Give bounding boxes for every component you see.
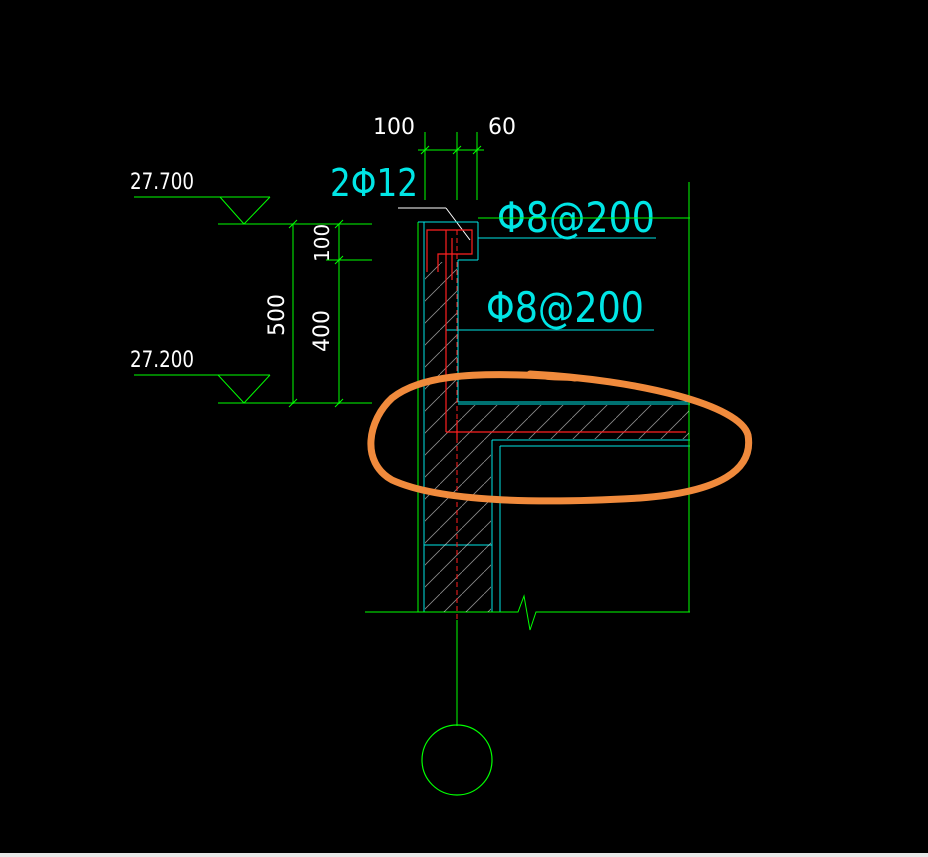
highlight-circle: [367, 370, 753, 505]
dim-top-offset: 60: [488, 115, 516, 140]
wall-outline: [365, 182, 690, 631]
vertical-dimension: [288, 219, 372, 408]
top-dimension: [418, 132, 484, 200]
dim-lower-height: 400: [310, 310, 335, 352]
dim-upper-height: 100: [310, 224, 334, 262]
elevation-marker-bottom: [134, 374, 372, 404]
dim-top-width: 100: [373, 115, 415, 140]
axis-bubble: [421, 724, 493, 796]
distribution-label: Φ8@200: [486, 283, 644, 332]
elevation-bottom: 27.200: [130, 348, 194, 373]
main-rebar-leader: [398, 207, 471, 241]
main-rebar-label: 2Φ12: [330, 161, 418, 205]
concrete-hatch: [425, 262, 689, 612]
rebar-lines: [426, 229, 686, 440]
dim-total-height: 500: [265, 294, 290, 336]
bottom-strip: [0, 853, 928, 857]
elevation-top: 27.700: [130, 170, 194, 195]
